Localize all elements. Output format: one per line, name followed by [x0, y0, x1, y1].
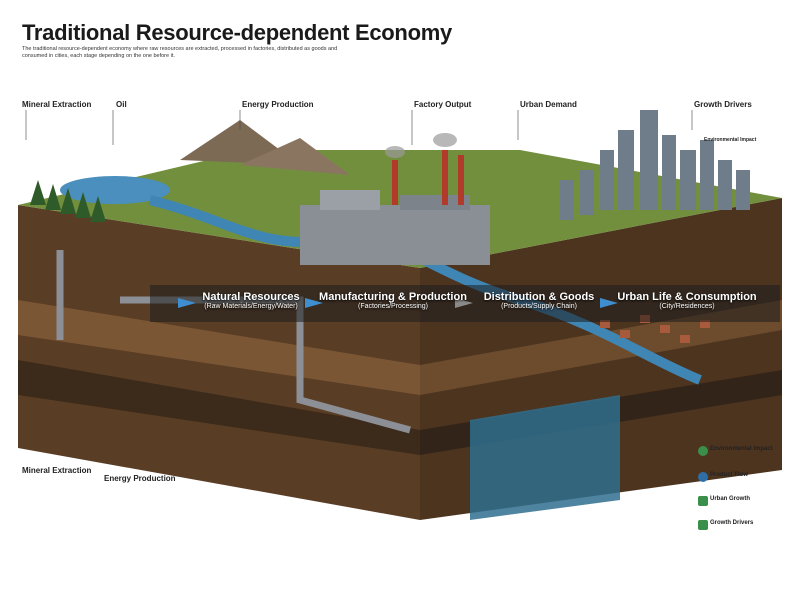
forest [30, 180, 106, 222]
legend-urban-growth: Urban Growth [710, 496, 750, 502]
page-title: Traditional Resource-dependent Economy [22, 20, 452, 45]
flow-stage-subtitle: (Products/Supply Chain) [501, 303, 577, 310]
flow-stage-subtitle: (City/Residences) [659, 303, 715, 310]
flow-stage-title: Urban Life & Consumption [617, 291, 757, 303]
legend-growth-drivers: Growth Drivers [710, 520, 754, 526]
lake [60, 176, 170, 204]
callout-urban-demand: Urban Demand [520, 100, 577, 109]
flow-stage-subtitle: (Raw Materials/Energy/Water) [204, 303, 298, 310]
bar-chart-icon [698, 496, 708, 506]
flow-stage-urban-life: Urban Life & Consumption (City/Residence… [612, 291, 762, 310]
factory-complex [300, 133, 490, 265]
legend-environmental-impact: Environmental Impact [710, 446, 773, 452]
callout-mineral-extraction: Mineral Extraction [22, 100, 92, 109]
flow-stage-title: Natural Resources [202, 291, 300, 303]
intro-text: The traditional resource-dependent econo… [22, 46, 338, 59]
callout-energy-production-bottom: Energy Production [104, 474, 176, 483]
callout-energy-production: Energy Production [242, 100, 314, 109]
water-section [470, 395, 620, 520]
callout-growth-drivers: Growth Drivers [694, 100, 752, 109]
flow-stage-manufacturing: Manufacturing & Production (Factories/Pr… [318, 291, 468, 310]
callout-factory-output: Factory Output [414, 100, 472, 109]
flow-stage-subtitle: (Factories/Processing) [357, 303, 429, 310]
flow-stage-title: Distribution & Goods [483, 291, 595, 303]
flow-stage-natural-resources: Natural Resources (Raw Materials/Energy/… [196, 291, 306, 310]
globe-icon [698, 446, 708, 456]
flow-stage-title: Manufacturing & Production [319, 291, 467, 303]
callout-oil: Oil [116, 100, 127, 109]
callout-mineral-extraction-bottom: Mineral Extraction [22, 466, 92, 475]
city-skyline [560, 110, 750, 220]
legend-product-flow: Product Flow [710, 472, 748, 478]
flow-stage-distribution: Distribution & Goods (Products/Supply Ch… [474, 291, 604, 310]
callout-environmental-impact-small: Environmental Impact [704, 137, 757, 143]
growth-chart-icon [698, 520, 708, 530]
recycle-icon [698, 472, 708, 482]
flow-arrows [178, 298, 618, 308]
callout-leaders [25, 110, 693, 145]
